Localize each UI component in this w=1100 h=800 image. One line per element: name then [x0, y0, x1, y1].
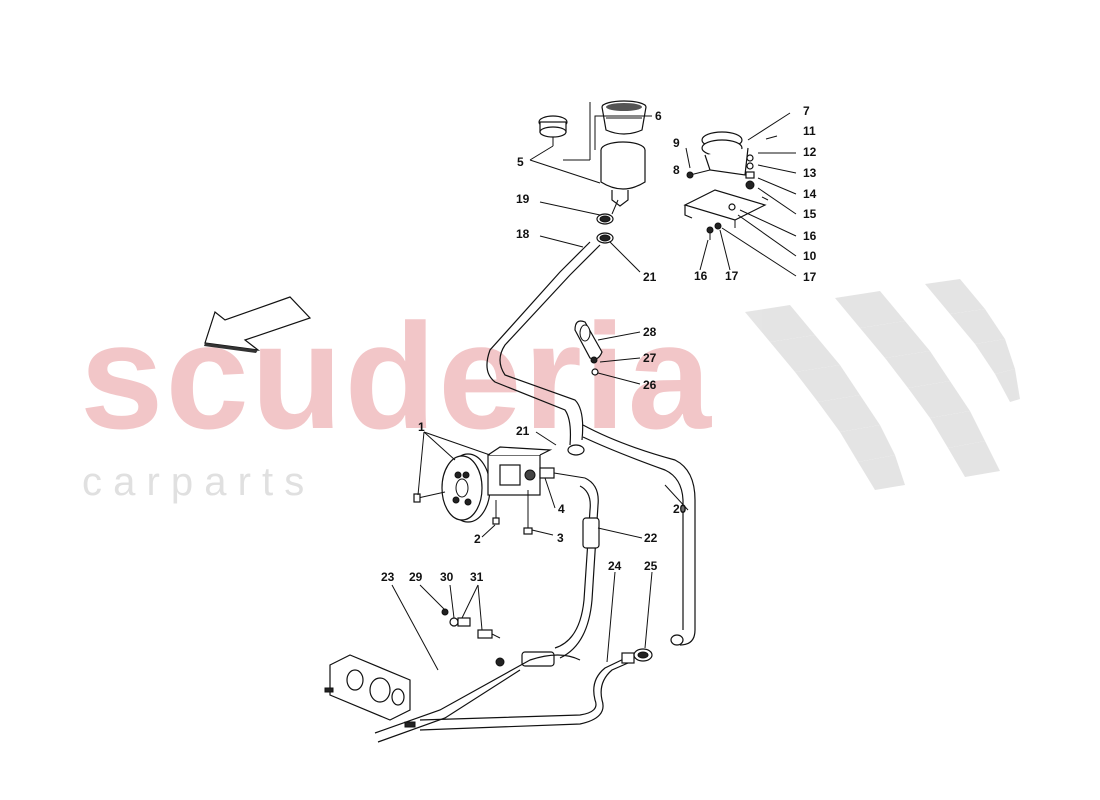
hose-clamp-25 [633, 648, 653, 662]
direction-arrow-icon [204, 296, 312, 353]
watermark-main-text: scuderia [80, 292, 713, 460]
label-16-right: 16 [803, 229, 817, 243]
label-25: 25 [644, 559, 658, 573]
return-pipe-24 [419, 652, 635, 731]
label-19: 19 [516, 192, 530, 206]
label-10: 10 [803, 249, 817, 263]
pressure-line-20 [582, 424, 696, 646]
reservoir-cap [538, 115, 568, 146]
return-hose [486, 241, 601, 456]
bolt-3 [523, 490, 533, 535]
label-14: 14 [803, 187, 817, 201]
fasteners-29-31 [441, 608, 501, 639]
filter-basket [601, 100, 647, 135]
watermark-sub-text: c a r p a r t s [82, 460, 304, 504]
power-steering-pump [413, 446, 553, 523]
label-23: 23 [381, 570, 395, 584]
label-16-bottom: 16 [694, 269, 708, 283]
reservoir-bracket [683, 131, 778, 240]
label-7: 7 [803, 104, 810, 118]
label-1: 1 [418, 420, 425, 434]
label-18: 18 [516, 227, 530, 241]
label-28: 28 [643, 325, 657, 339]
label-15: 15 [803, 207, 817, 221]
fitting-4 [539, 467, 586, 479]
label-24: 24 [608, 559, 622, 573]
watermark-checker-flag [745, 279, 1020, 490]
label-29: 29 [409, 570, 423, 584]
label-21-bottom: 21 [516, 424, 530, 438]
high-pressure-hose [495, 477, 600, 667]
label-27: 27 [643, 351, 657, 365]
hose-clamp-21-top [596, 232, 614, 244]
label-4: 4 [558, 502, 565, 516]
hose-bracket-clamp [574, 320, 603, 376]
label-31: 31 [470, 570, 484, 584]
label-26: 26 [643, 378, 657, 392]
label-30: 30 [440, 570, 454, 584]
steering-rack [324, 654, 581, 743]
label-5: 5 [517, 155, 524, 169]
bolt-2 [492, 500, 500, 525]
label-21-top: 21 [643, 270, 657, 284]
label-3: 3 [557, 531, 564, 545]
label-2: 2 [474, 532, 481, 546]
label-9: 9 [673, 136, 680, 150]
fluid-reservoir [600, 141, 646, 215]
label-11: 11 [803, 124, 816, 138]
label-22: 22 [644, 531, 658, 545]
label-8: 8 [673, 163, 680, 177]
hose-clamp-19 [596, 213, 614, 225]
watermark: scuderia c a r p a r t s [80, 279, 1020, 504]
label-17-bottom: 17 [725, 269, 739, 283]
label-12: 12 [803, 145, 817, 159]
label-17-right: 17 [803, 270, 817, 284]
label-20: 20 [673, 502, 687, 516]
part-number-labels: 5 6 7 8 9 10 11 12 13 14 15 16 16 17 17 … [381, 104, 817, 584]
label-6: 6 [655, 109, 662, 123]
leader-lines [391, 102, 797, 671]
label-13: 13 [803, 166, 817, 180]
